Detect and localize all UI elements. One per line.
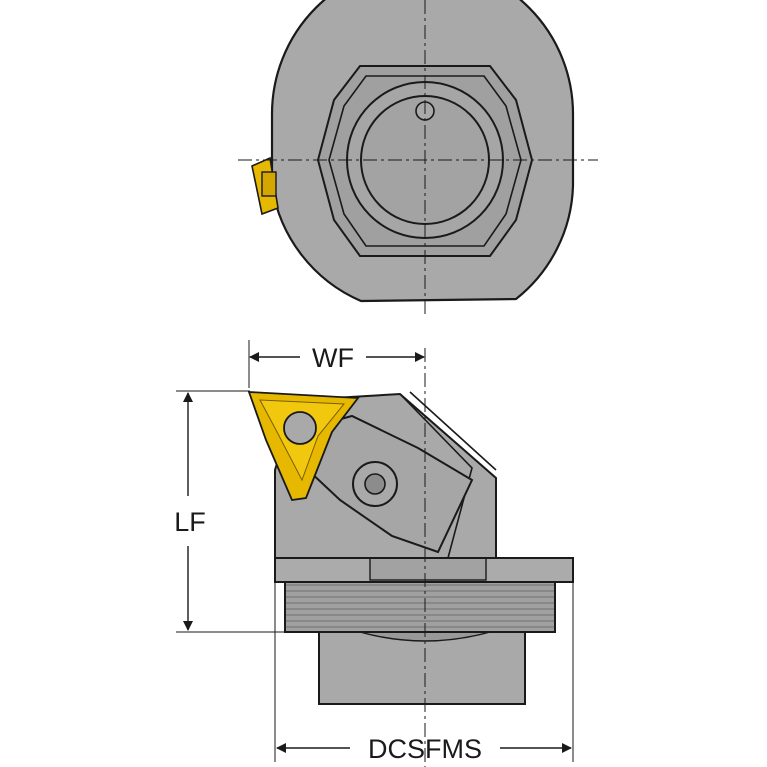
dimension-dcsfms: DCSFMS <box>274 582 574 764</box>
side-view <box>247 348 574 767</box>
wf-label: WF <box>312 343 354 373</box>
top-view <box>238 0 598 318</box>
top-view-insert-clamp <box>261 171 277 197</box>
side-view-insert-hole <box>283 411 317 445</box>
side-view-thread <box>284 581 556 633</box>
dimension-wf: WF <box>248 340 425 388</box>
side-view-clamp-screw-socket <box>364 473 386 495</box>
dimension-lf: LF <box>174 390 284 633</box>
dcsfms-label: DCSFMS <box>368 734 482 764</box>
top-view-coupling-inner <box>328 75 522 247</box>
side-view-head-face <box>399 393 473 559</box>
lf-label: LF <box>174 507 206 537</box>
side-view-flange-relief <box>369 557 487 581</box>
side-view-head-edge <box>409 391 497 471</box>
side-view-shank <box>318 631 526 705</box>
